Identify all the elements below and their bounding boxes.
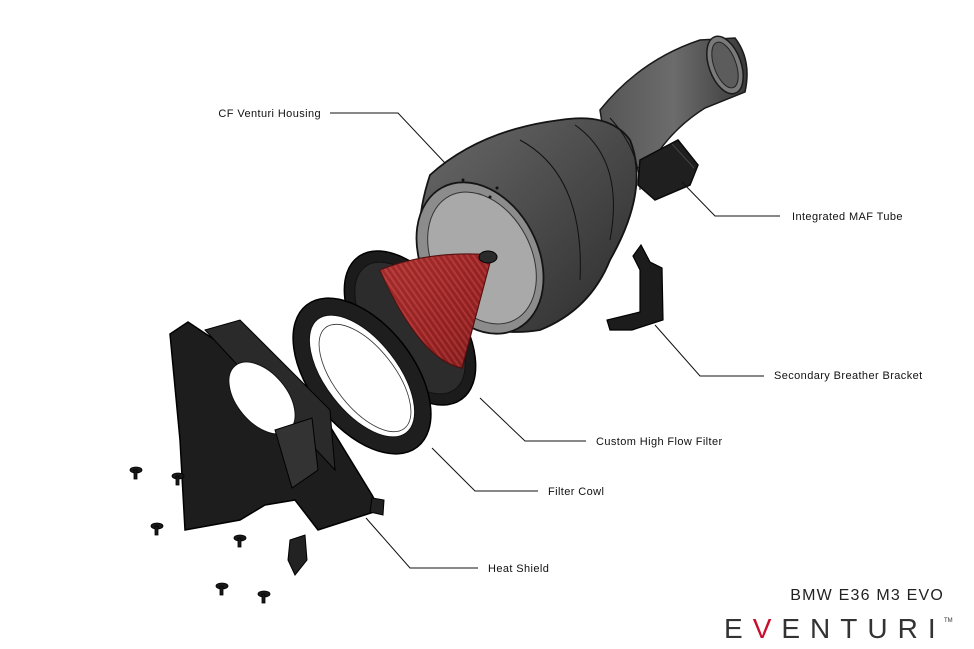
label-filter-cowl: Filter Cowl <box>548 486 604 498</box>
screw <box>171 472 185 486</box>
heat-shield-part <box>169 319 385 576</box>
leader-cf-venturi-housing <box>330 112 446 164</box>
leader-secondary-breather-bracket <box>654 324 764 377</box>
trademark-mark: TM <box>944 618 953 624</box>
label-integrated-maf-tube: Integrated MAF Tube <box>792 211 903 223</box>
screw <box>150 522 164 536</box>
label-secondary-breather-bracket: Secondary Breather Bracket <box>774 370 923 382</box>
leader-lines <box>330 112 780 569</box>
brand-logo-accent: V <box>753 613 782 644</box>
leader-integrated-maf-tube <box>681 181 780 217</box>
label-cf-venturi-housing: CF Venturi Housing <box>218 108 321 120</box>
screw <box>257 590 271 604</box>
integrated-maf-tube-part <box>637 139 699 201</box>
leader-heat-shield <box>365 517 478 569</box>
model-name: BMW E36 M3 EVO <box>790 587 944 604</box>
secondary-breather-bracket-part <box>606 243 664 331</box>
brand-logo-part: E <box>724 613 753 644</box>
leader-filter-cowl <box>431 447 538 492</box>
label-heat-shield: Heat Shield <box>488 563 549 575</box>
leader-custom-high-flow-filter <box>479 397 586 442</box>
brand-logo: EVENTURI <box>724 613 946 644</box>
brand-logo-part: ENTURI <box>781 613 945 644</box>
label-custom-high-flow-filter: Custom High Flow Filter <box>596 436 723 448</box>
screws <box>129 466 271 604</box>
screw <box>215 582 229 596</box>
screw <box>233 534 247 548</box>
screw <box>129 466 143 480</box>
